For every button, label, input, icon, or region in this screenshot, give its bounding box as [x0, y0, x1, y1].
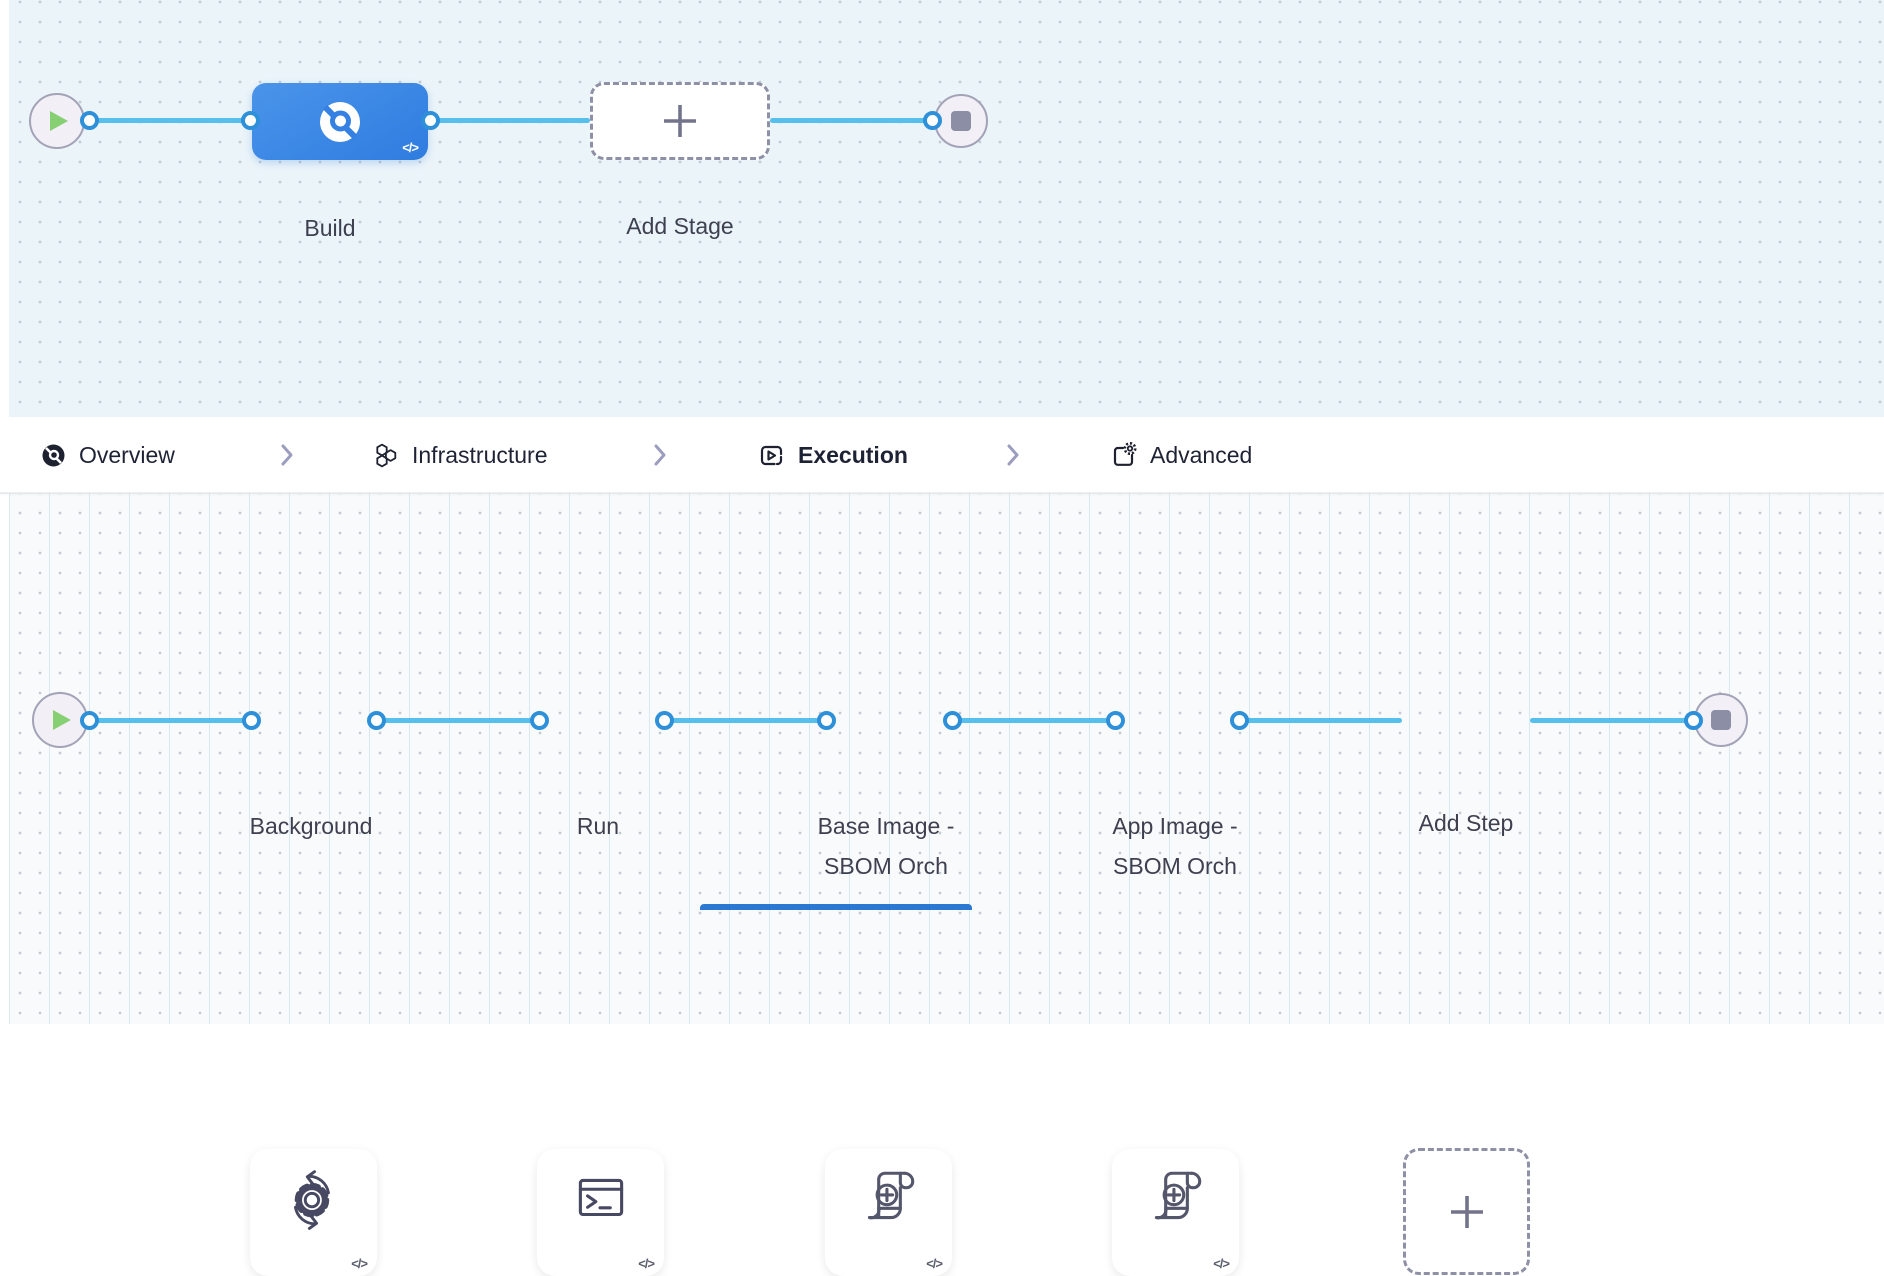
- edge-start-to-build: [89, 118, 250, 123]
- pipeline-overview-icon: [42, 444, 65, 466]
- chevron-right-icon: [1002, 417, 1024, 493]
- execution-play-box-icon: [760, 445, 783, 465]
- active-tab-underline: [700, 904, 972, 910]
- chevron-right-icon: [276, 417, 298, 493]
- stop-icon: [1711, 710, 1731, 730]
- step-node-run[interactable]: </>: [537, 1149, 664, 1276]
- step-node-background[interactable]: </>: [250, 1149, 377, 1276]
- stage-label-add-stage[interactable]: Add Stage: [626, 213, 734, 239]
- canvas-left-gutter: [0, 0, 9, 1024]
- port[interactable]: [240, 110, 260, 130]
- step-label-add-step[interactable]: Add Step: [1418, 810, 1514, 836]
- step-label-background[interactable]: Background: [249, 813, 373, 839]
- edge: [376, 717, 539, 723]
- add-stage-button[interactable]: [590, 82, 770, 160]
- hexagons-icon: [376, 443, 397, 467]
- add-step-button[interactable]: [1403, 1148, 1530, 1275]
- code-badge[interactable]: </>: [638, 1256, 655, 1271]
- port[interactable]: [816, 710, 836, 730]
- tab-execution[interactable]: Execution: [758, 417, 908, 493]
- pipeline-start-node[interactable]: [29, 93, 85, 149]
- scroll-plus-icon: [1154, 1171, 1201, 1220]
- code-badge[interactable]: </>: [351, 1256, 368, 1271]
- port[interactable]: [79, 110, 99, 130]
- pipeline-end-node[interactable]: [934, 94, 988, 148]
- edge: [89, 717, 251, 723]
- stage-config-tabbar: Overview Infrastructure Execution Adva: [0, 417, 1884, 910]
- port[interactable]: [1105, 710, 1125, 730]
- stage-node-build[interactable]: </>: [252, 83, 428, 160]
- port[interactable]: [529, 710, 549, 730]
- tab-label: Advanced: [1150, 441, 1253, 468]
- execution-canvas[interactable]: </> </> </>: [0, 493, 1884, 1276]
- execution-end-node[interactable]: [1694, 693, 1748, 747]
- tab-advanced[interactable]: Advanced: [1110, 417, 1252, 493]
- code-badge[interactable]: </>: [1213, 1256, 1230, 1271]
- edge: [1530, 717, 1693, 723]
- play-icon: [53, 710, 71, 730]
- port[interactable]: [1229, 710, 1249, 730]
- stage-label-build[interactable]: Build: [304, 215, 356, 241]
- port[interactable]: [79, 710, 99, 730]
- step-node-app-image-sbom-orch[interactable]: </>: [1112, 1149, 1239, 1276]
- port[interactable]: [922, 110, 942, 130]
- edge-addstage-to-end: [770, 118, 932, 123]
- port[interactable]: [241, 710, 261, 730]
- tab-label: Infrastructure: [412, 441, 548, 468]
- chevron-right-icon: [649, 417, 671, 493]
- scroll-plus-icon: [867, 1171, 914, 1220]
- port[interactable]: [420, 110, 440, 130]
- play-icon: [50, 111, 68, 131]
- port[interactable]: [654, 710, 674, 730]
- code-badge[interactable]: </>: [926, 1256, 943, 1271]
- edge: [664, 717, 826, 723]
- tab-label: Overview: [79, 441, 175, 468]
- tab-infrastructure[interactable]: Infrastructure: [372, 417, 548, 493]
- code-badge[interactable]: </>: [402, 140, 419, 155]
- edge: [1239, 717, 1402, 723]
- plus-icon: [664, 105, 696, 137]
- step-node-base-image-sbom-orch[interactable]: </>: [825, 1149, 952, 1276]
- step-label-base-image-sbom-orch[interactable]: Base Image - SBOM Orch: [817, 813, 955, 879]
- stop-icon: [951, 111, 971, 131]
- panel-gear-icon: [1113, 441, 1137, 466]
- stage-canvas[interactable]: </> Build Add Stage: [0, 0, 1884, 417]
- edge: [952, 717, 1115, 723]
- plus-icon: [1450, 1195, 1483, 1228]
- tab-label: Execution: [798, 441, 908, 468]
- edge-build-to-addstage: [430, 118, 590, 123]
- step-label-run[interactable]: Run: [576, 813, 620, 839]
- gear-sync-icon: [293, 1170, 330, 1230]
- tab-overview[interactable]: Overview: [41, 417, 175, 493]
- ci-build-icon: [320, 101, 360, 142]
- port[interactable]: [1683, 710, 1703, 730]
- port[interactable]: [366, 710, 386, 730]
- port[interactable]: [942, 710, 962, 730]
- terminal-icon: [578, 1178, 623, 1217]
- step-label-app-image-sbom-orch[interactable]: App Image - SBOM Orch: [1112, 813, 1238, 879]
